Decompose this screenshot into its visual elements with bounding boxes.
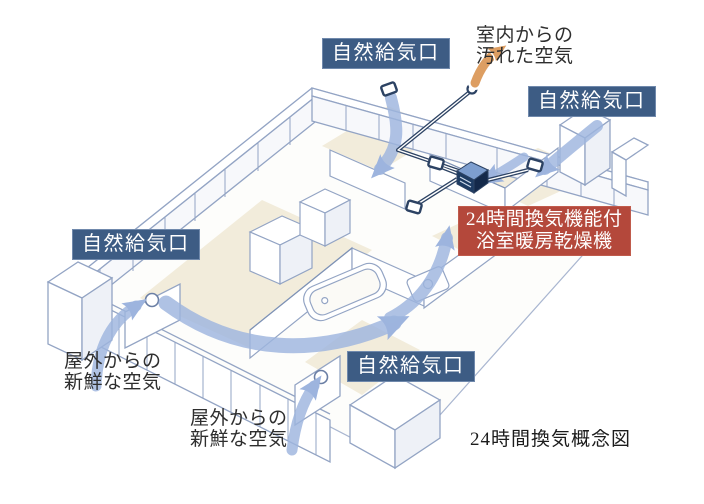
bath-unit [456, 161, 489, 194]
bath-unit-line1: 24時間換気機能付 [466, 209, 623, 230]
duct-vent-box-right [526, 157, 544, 173]
label-bath-unit: 24時間換気機能付 浴室暖房乾燥機 [458, 206, 631, 256]
label-natural-supply-right: 自然給気口 [528, 86, 656, 117]
outdoor-fresh-air-bottom-line2: 新鮮な空気 [190, 428, 288, 450]
entrance-porch [294, 354, 442, 470]
label-natural-supply-left: 自然給気口 [72, 229, 200, 260]
label-outdoor-fresh-air-bottom: 屋外からの 新鮮な空気 [190, 408, 288, 450]
exhaust-arrow [468, 51, 498, 90]
label-outdoor-fresh-air-left: 屋外からの 新鮮な空気 [64, 351, 162, 393]
label-natural-supply-top: 自然給気口 [322, 38, 450, 69]
duct-vent-box-top [380, 81, 398, 97]
outdoor-fresh-air-left-line2: 新鮮な空気 [64, 371, 162, 393]
indoor-dirty-air-line1: 室内からの [476, 25, 574, 46]
airflow-arrow-inlet-bottom [286, 375, 322, 456]
airflow-arrow-corridor-flow [384, 225, 455, 324]
balcony-block [46, 261, 114, 362]
duct-vent-box-mid [427, 155, 445, 171]
label-indoor-dirty-air: 室内からの 汚れた空気 [476, 25, 574, 67]
airflow-arrow-inlet-left [90, 299, 147, 392]
airflow-arrows [90, 92, 603, 456]
bathtub [303, 262, 387, 322]
airflow-arrow-inlet-top [371, 92, 403, 179]
airflow-arrow-to-unit [478, 152, 529, 185]
outdoor-fresh-air-left-line1: 屋外からの [64, 351, 162, 372]
outdoor-fresh-air-bottom-line1: 屋外からの [190, 408, 288, 429]
cabinet-1 [248, 215, 314, 285]
label-natural-supply-bottom: 自然給気口 [347, 351, 475, 382]
bath-unit-line2: 浴室暖房乾燥機 [476, 231, 613, 252]
indoor-dirty-air-line2: 汚れた空気 [476, 45, 574, 67]
airflow-arrow-living-flow [158, 295, 410, 354]
cabinet-2 [298, 188, 352, 247]
airflow-arrow-inlet-right [535, 120, 603, 178]
duct-system [380, 81, 544, 215]
diagram-caption: 24時間換気概念図 [470, 429, 632, 450]
duct-vent-box-low [405, 199, 423, 215]
vent-hole-left [144, 292, 160, 308]
